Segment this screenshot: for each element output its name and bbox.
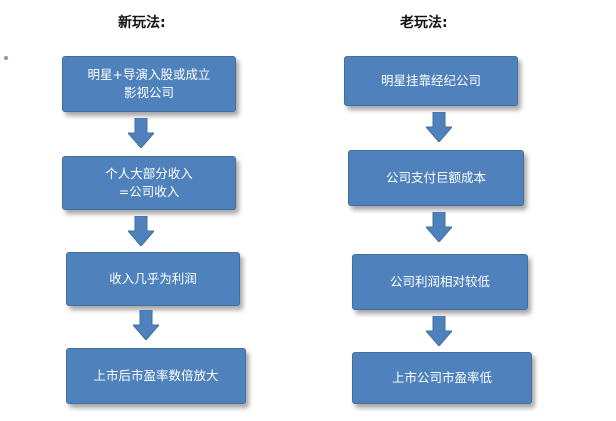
new-step-1-line-1: 明星+导演入股或成立: [87, 67, 211, 82]
down-arrow-icon: [128, 118, 154, 148]
new-step-4-line-1: 上市后市盈率数倍放大: [93, 368, 219, 383]
bullet-marker: [4, 56, 8, 60]
old-step-1-box: 明星挂靠经纪公司: [344, 56, 518, 106]
down-arrow-icon: [133, 310, 159, 340]
old-step-1-line-1: 明星挂靠经纪公司: [380, 73, 481, 88]
new-step-3-line-1: 收入几乎为利润: [109, 271, 197, 286]
old-step-3-box: 公司利润相对较低: [352, 254, 528, 310]
old-step-2-box: 公司支付巨额成本: [348, 150, 524, 206]
down-arrow-icon: [426, 212, 452, 242]
heading-old-method: 老玩法:: [400, 15, 448, 31]
new-step-1-box: 明星+导演入股或成立 影视公司: [62, 56, 236, 112]
down-arrow-icon: [426, 316, 452, 346]
old-step-4-box: 上市公司市盈率低: [352, 352, 532, 404]
down-arrow-icon: [128, 216, 154, 246]
new-step-1-line-2: 影视公司: [123, 85, 174, 100]
heading-new-method: 新玩法:: [118, 15, 166, 31]
down-arrow-icon: [426, 112, 452, 142]
new-step-2-box: 个人大部分收入 =公司收入: [62, 156, 236, 210]
old-step-2-line-1: 公司支付巨额成本: [385, 170, 486, 185]
new-step-2-line-2: =公司收入: [118, 184, 180, 199]
new-step-4-box: 上市后市盈率数倍放大: [66, 348, 246, 404]
old-step-4-line-1: 上市公司市盈率低: [391, 370, 492, 385]
new-step-3-box: 收入几乎为利润: [66, 252, 240, 306]
new-step-2-line-1: 个人大部分收入: [105, 166, 193, 181]
old-step-3-line-1: 公司利润相对较低: [389, 274, 490, 289]
